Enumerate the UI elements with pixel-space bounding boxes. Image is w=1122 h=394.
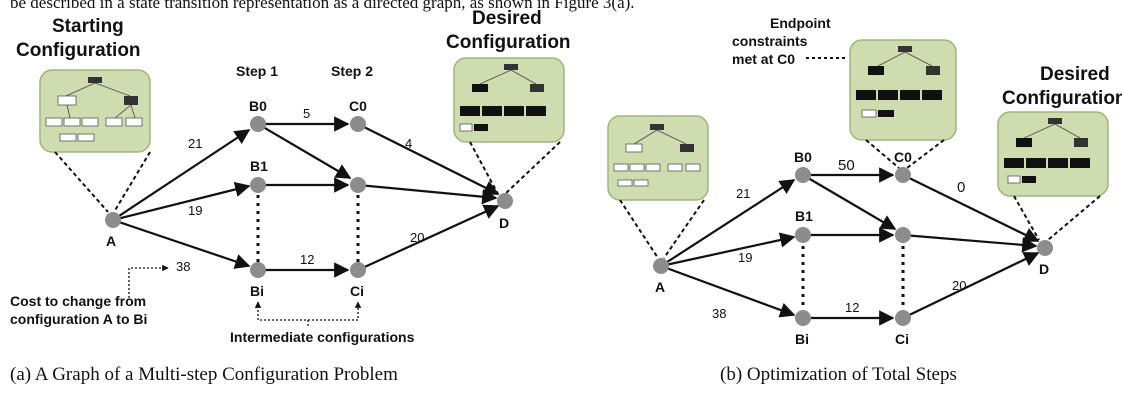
intermediate-note: Intermediate configurations <box>230 329 415 345</box>
weight-bi-ci: 12 <box>300 252 314 267</box>
weight-b-c0-d: 0 <box>957 179 965 196</box>
starting-label-line2: Configuration <box>16 40 141 61</box>
weight-b-ci-d: 20 <box>952 278 966 293</box>
node-b-c1 <box>895 227 911 243</box>
desired-label-b-line2: Configuration <box>1002 88 1122 109</box>
node-b-ci <box>895 310 911 326</box>
cost-note-line1: Cost to change from <box>10 293 146 309</box>
starting-config-tree <box>39 69 151 153</box>
label-d: D <box>499 215 509 231</box>
starting-label-line1: Starting <box>52 16 124 37</box>
node-b-b0 <box>795 167 811 183</box>
node-d <box>497 193 513 209</box>
endpoint-note-line1: Endpoint <box>770 15 831 31</box>
weight-b-bi-ci: 12 <box>845 300 859 315</box>
weight-a-bi: 38 <box>176 259 190 274</box>
step1-label: Step 1 <box>236 63 278 79</box>
caption-a: (a) A Graph of a Multi-step Configuratio… <box>10 364 398 385</box>
label-b-ci: Ci <box>895 331 909 347</box>
label-b-b0: B0 <box>794 149 812 165</box>
node-b-d <box>1037 240 1053 256</box>
label-b-a: A <box>655 279 665 295</box>
weight-ci-d: 20 <box>410 230 424 245</box>
cost-note-line2: configuration A to Bi <box>10 311 147 327</box>
label-ci: Ci <box>350 283 364 299</box>
weight-b-a-b0: 21 <box>736 186 750 201</box>
desired-label-b-line1: Desired <box>1040 64 1110 85</box>
weight-a-b0: 21 <box>188 136 202 151</box>
node-b-bi <box>795 310 811 326</box>
desired-config-tree-b <box>997 111 1109 197</box>
panel-a: Starting Configuration Desired Configura… <box>10 8 571 385</box>
node-c0 <box>350 116 366 132</box>
label-b1: B1 <box>250 158 268 174</box>
step2-label: Step 2 <box>331 63 373 79</box>
node-bi <box>250 262 266 278</box>
node-b-b1 <box>795 227 811 243</box>
panel-b: Desired Configuration Endpoint constrain… <box>607 15 1122 385</box>
node-b1 <box>250 177 266 193</box>
label-bi: Bi <box>250 283 264 299</box>
weight-c0-d: 4 <box>405 136 412 151</box>
label-b-d: D <box>1039 261 1049 277</box>
endpoint-note-line3: met at C0 <box>732 51 795 67</box>
node-b-a <box>653 258 669 274</box>
weight-b0-c0: 5 <box>303 106 310 121</box>
weight-b-b0-c0: 50 <box>838 157 855 174</box>
node-a <box>105 212 121 228</box>
desired-label-line1: Desired <box>472 8 542 29</box>
label-a: A <box>106 233 116 249</box>
label-c0: C0 <box>349 98 367 114</box>
starting-config-tree-b <box>607 115 709 201</box>
caption-b: (b) Optimization of Total Steps <box>720 364 957 385</box>
node-c1 <box>350 177 366 193</box>
node-b0 <box>250 116 266 132</box>
node-ci <box>350 262 366 278</box>
label-b-c0: C0 <box>894 149 912 165</box>
weight-b-a-bi: 38 <box>712 306 726 321</box>
desired-label-line2: Configuration <box>446 32 571 53</box>
top-text: be described in a state transition repre… <box>10 0 635 12</box>
label-b0: B0 <box>249 98 267 114</box>
weight-b-a-b1: 19 <box>738 250 752 265</box>
weight-a-b1: 19 <box>188 203 202 218</box>
desired-config-tree-a <box>453 57 565 143</box>
endpoint-note-line2: constraints <box>732 33 808 49</box>
label-b-bi: Bi <box>795 331 809 347</box>
c0-config-tree <box>849 39 957 141</box>
label-b-b1: B1 <box>795 208 813 224</box>
node-b-c0 <box>895 167 911 183</box>
